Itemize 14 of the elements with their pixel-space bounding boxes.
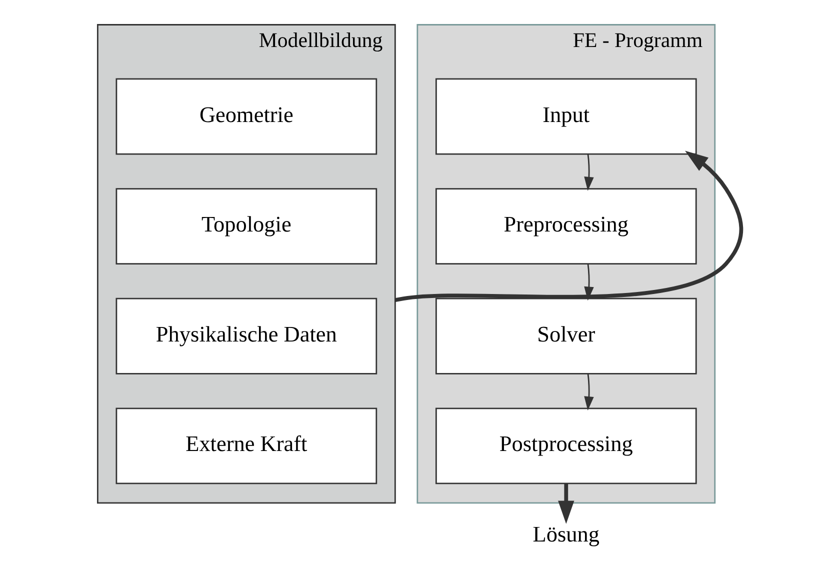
arrow xyxy=(558,484,574,524)
arrow xyxy=(394,150,743,302)
arrow xyxy=(584,264,594,301)
node-box: Preprocessing xyxy=(434,188,696,265)
arrow xyxy=(584,374,594,410)
arrow xyxy=(584,154,594,191)
node-box: Physikalische Daten xyxy=(115,298,377,374)
node-box: Solver xyxy=(434,298,696,374)
node-box: Postprocessing xyxy=(434,408,696,484)
node-box: Input xyxy=(434,78,696,155)
node-box: Externe Kraft xyxy=(115,408,377,484)
node-box: Topologie xyxy=(115,188,377,265)
node-box: Geometrie xyxy=(115,78,377,155)
node-text: Lösung xyxy=(532,522,599,547)
